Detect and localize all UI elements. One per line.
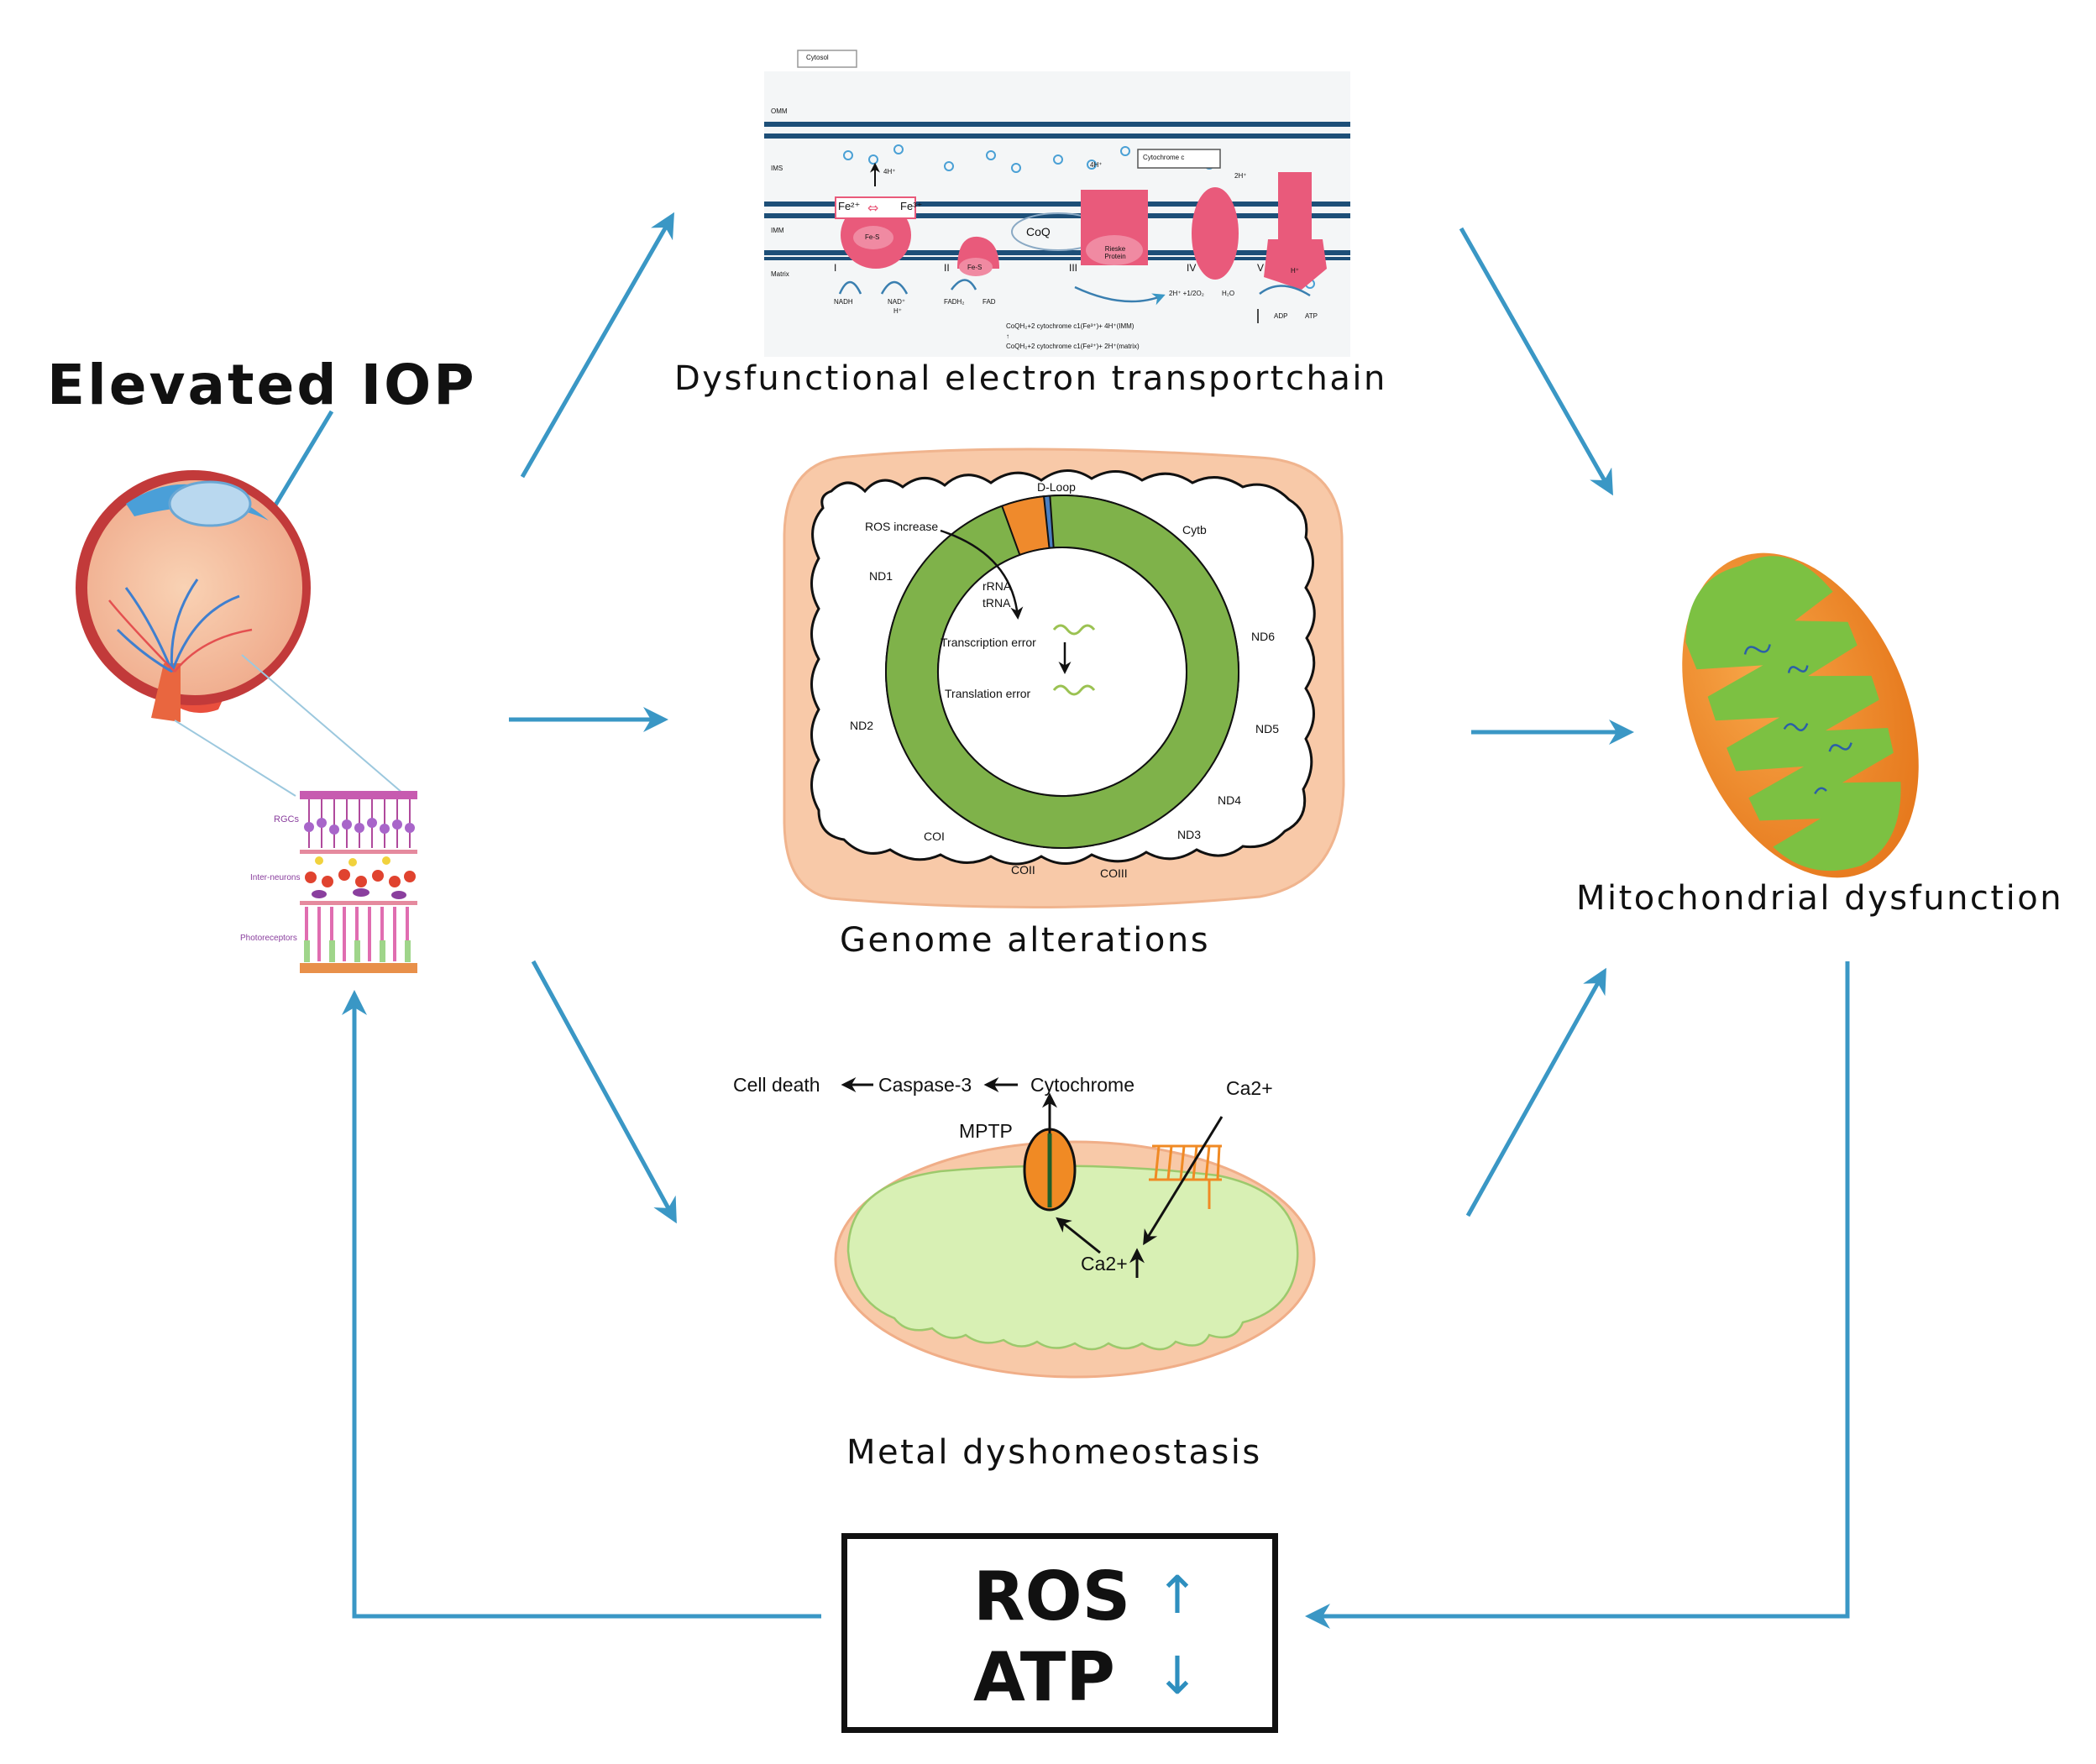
elevated-iop-label: Elevated IOP <box>47 353 477 417</box>
metal-title: Metal dyshomeostasis <box>846 1433 1262 1472</box>
metal-panel <box>834 1077 1316 1379</box>
arrow-to-metal <box>531 960 677 1224</box>
etc-complex-2: II <box>944 262 950 274</box>
genome-rrna: rRNA <box>982 579 1012 593</box>
genome-nd2: ND2 <box>850 719 874 732</box>
box-ros-label: ROS <box>973 1557 1131 1636</box>
metal-mptp: MPTP <box>959 1120 1013 1142</box>
box-atp-label: ATP <box>973 1638 1115 1716</box>
genome-ros-increase: ROS increase <box>865 520 939 533</box>
arrow-etc-to-mito <box>1459 227 1613 496</box>
etc-fadh2: FADH₂ <box>944 298 965 306</box>
box-ros-up-arrow: ↑ <box>1155 1564 1199 1625</box>
genome-ring <box>885 495 1239 849</box>
genome-transcription-error: Transcription error <box>941 636 1036 649</box>
etc-o2: 2H⁺ +1/2O₂ <box>1169 290 1204 297</box>
ros-atp-box: ROS ↑ ATP ↓ <box>841 1533 1278 1733</box>
etc-fe3: Fe³⁺ <box>900 200 923 212</box>
etc-nadh: NADH <box>834 298 853 306</box>
metal-caspase3: Caspase-3 <box>878 1074 972 1096</box>
metal-cell-death: Cell death <box>733 1074 820 1096</box>
genome-nd3: ND3 <box>1177 828 1202 841</box>
genome-trna: tRNA <box>982 596 1011 610</box>
etc-complex-1: I <box>834 262 837 274</box>
retina-inter-label: Inter-neurons <box>250 873 301 882</box>
eye-illustration <box>76 470 404 797</box>
etc-imm: IMM <box>771 227 784 234</box>
mito-title: Mitochondrial dysfunction <box>1576 879 2064 918</box>
retina-rgcs-label: RGCs <box>274 814 299 824</box>
genome-title: Genome alterations <box>840 921 1211 960</box>
etc-ims: IMS <box>771 165 783 172</box>
etc-fe2: Fe²⁺ <box>838 200 861 212</box>
metal-cytochrome: Cytochrome <box>1030 1074 1134 1096</box>
flow-arrows <box>236 212 1850 1629</box>
arrow-to-etc <box>520 212 674 479</box>
etc-cytosol: Cytosol <box>806 54 829 61</box>
genome-nd6: ND6 <box>1251 630 1276 643</box>
genome-ring-center <box>937 547 1187 797</box>
metal-ca-top: Ca2+ <box>1226 1077 1273 1099</box>
arrow-metal-to-mito <box>1465 967 1606 1217</box>
genome-coi: COI <box>924 830 945 843</box>
etc-4h-1: 4H⁺ <box>883 168 896 175</box>
retina-photo-label: Photoreceptors <box>240 934 297 943</box>
etc-eq1: CoQH₂+2 cytochrome c1(Fe³⁺)+ 4H⁺(IMM) <box>1006 322 1134 330</box>
etc-2h: 2H⁺ <box>1234 172 1247 180</box>
genome-nd4: ND4 <box>1218 793 1242 807</box>
genome-translation-error: Translation error <box>945 687 1031 700</box>
etc-fe-exchange-icon: ⇔ <box>867 200 879 216</box>
etc-complex-3: III <box>1069 262 1078 274</box>
etc-fes-2: Fe-S <box>967 264 982 271</box>
mitochondrion <box>1682 552 1919 878</box>
etc-hplus: H⁺ <box>1291 267 1299 275</box>
genome-coii: COII <box>1011 863 1035 877</box>
etc-nad: NAD⁺ <box>888 298 906 306</box>
etc-complex-4: IV <box>1187 262 1197 274</box>
etc-complex-5: V <box>1257 262 1265 274</box>
etc-eq2: CoQH₂+2 cytochrome c1(Fe²⁺)+ 2H⁺(matrix) <box>1006 343 1140 350</box>
retina-layers <box>300 791 417 973</box>
arrow-box-to-retina <box>342 990 821 1619</box>
etc-h2o: H₂O <box>1222 290 1235 297</box>
etc-atp: ATP <box>1305 312 1318 320</box>
etc-rieske: Rieske Protein <box>1104 245 1126 260</box>
etc-fad: FAD <box>982 298 996 306</box>
etc-fes-1: Fe-S <box>865 233 880 241</box>
etc-cytc: Cytochrome c <box>1143 154 1185 161</box>
etc-h: H⁺ <box>893 307 902 315</box>
etc-eq-arrow: ↑ <box>1006 332 1009 340</box>
genome-panel <box>783 448 1345 909</box>
genome-nd1: ND1 <box>869 569 893 583</box>
etc-matrix: Matrix <box>771 270 789 278</box>
etc-adp: ADP <box>1274 312 1288 320</box>
box-atp-down-arrow: ↓ <box>1155 1645 1199 1706</box>
genome-dloop: D-Loop <box>1037 480 1076 494</box>
arrow-mito-to-box <box>1305 961 1850 1629</box>
etc-coq: CoQ <box>1026 225 1051 238</box>
genome-nd5: ND5 <box>1255 722 1280 735</box>
genome-cytb: Cytb <box>1182 523 1207 537</box>
etc-panel <box>764 50 1350 357</box>
genome-coiii: COIII <box>1100 866 1128 880</box>
etc-omm: OMM <box>771 107 788 115</box>
etc-title: Dysfunctional electron transportchain <box>674 359 1387 398</box>
etc-4h-2: 4H⁺ <box>1090 161 1103 169</box>
metal-ca-inner: Ca2+ <box>1081 1253 1128 1275</box>
